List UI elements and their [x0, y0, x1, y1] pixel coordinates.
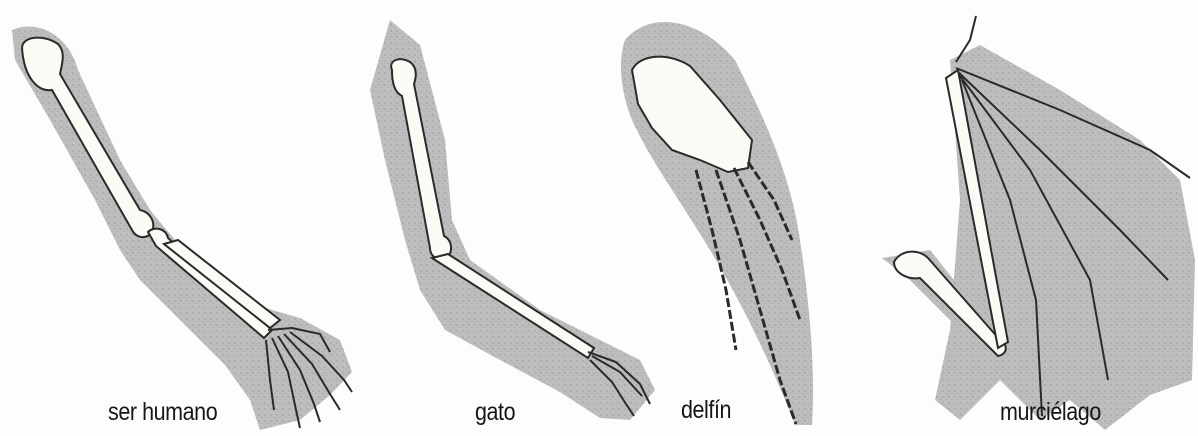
label-human: ser humano	[108, 398, 217, 427]
humerus-bone	[22, 38, 153, 237]
bat-wing-membrane	[935, 45, 1195, 430]
label-cat: gato	[475, 398, 515, 427]
human-arm	[12, 26, 352, 430]
dolphin-flipper	[621, 22, 813, 425]
cat-leg	[370, 20, 655, 420]
label-bat: murciélago	[1000, 398, 1101, 427]
label-dolphin: delfín	[681, 396, 731, 425]
bat-wing	[882, 16, 1195, 430]
